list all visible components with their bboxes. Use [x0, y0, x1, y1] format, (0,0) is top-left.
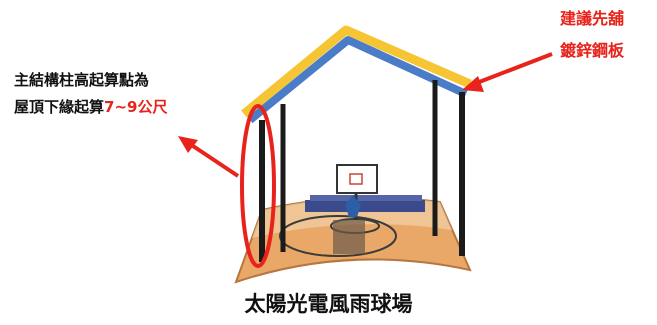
- columns: [259, 80, 465, 262]
- solar-roof: [241, 25, 472, 118]
- bleachers-icon: [305, 195, 425, 212]
- center-circle: [279, 215, 397, 257]
- basketball-hoop-icon: [333, 164, 378, 254]
- left-note-prefix: 屋頂下緣起算: [14, 98, 105, 116]
- left-note-line2: 屋頂下緣起算7~9公尺: [14, 97, 167, 117]
- player-silhouette-icon: [345, 195, 361, 217]
- diagram-caption: 太陽光電風雨球場: [244, 292, 413, 316]
- roof-underside: [247, 36, 468, 124]
- right-arrow-icon: [462, 52, 553, 92]
- left-arrow-icon: [178, 136, 240, 178]
- left-note-line1: 主結構柱高起算點為: [14, 71, 150, 89]
- left-note-highlight: 7~9公尺: [104, 98, 168, 116]
- right-note-line2: 鍍鋅鋼板: [560, 41, 625, 60]
- right-note-line1: 建議先舖: [560, 9, 625, 28]
- column-height-highlight: [240, 104, 276, 268]
